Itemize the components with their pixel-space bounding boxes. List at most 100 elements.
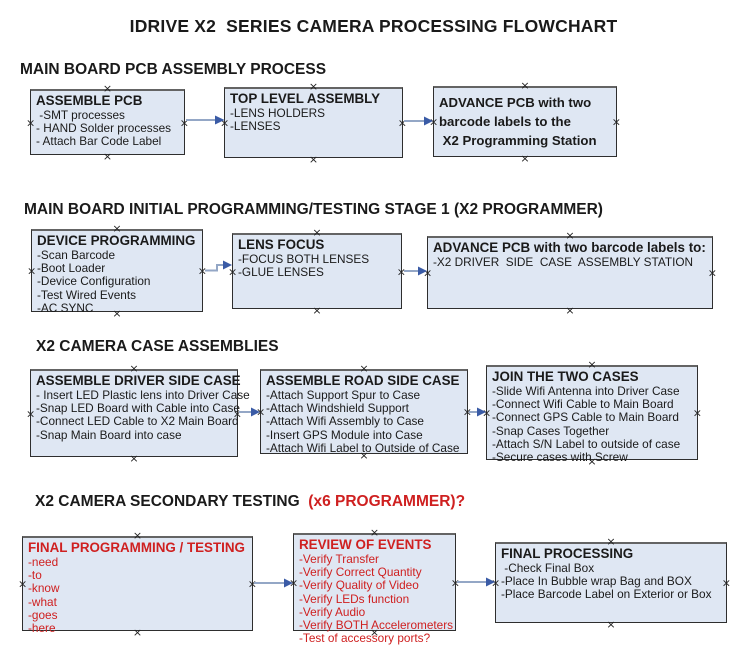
flow-box-assemble-pcb[interactable]: ASSEMBLE PCB -SMT processes- HAND Solder… [26,83,189,162]
connection-handle-icon[interactable]: × [520,152,530,165]
connection-handle-icon[interactable]: × [491,576,501,590]
connection-handle-icon[interactable]: × [129,362,139,375]
connection-handle-icon[interactable]: × [606,618,616,631]
flow-box-device-programming[interactable]: DEVICE PROGRAMMING -Scan Barcode-Boot Lo… [27,223,207,319]
box-item: - Attach Bar Code Label [36,134,162,149]
connection-handle-icon[interactable]: × [256,405,266,419]
flow-box-assemble-road-side-case[interactable]: ASSEMBLE ROAD SIDE CASE -Attach Support … [256,363,472,461]
connection-handle-icon[interactable]: × [565,304,575,317]
box-item: -GLUE LENSES [238,265,324,280]
connection-handle-icon[interactable]: × [289,576,299,589]
connection-handle-icon[interactable]: × [129,452,139,465]
connection-handle-icon[interactable]: × [359,449,369,462]
connection-handle-icon[interactable]: × [429,115,439,129]
connection-handle-icon[interactable]: × [102,150,113,163]
connector-arrow[interactable] [404,266,427,276]
box-item: -Attach Wifi Assembly to Case [266,414,424,429]
flow-box-assemble-driver-side-case[interactable]: ASSEMBLE DRIVER SIDE CASE - Insert LED P… [26,363,250,464]
box-items: -Slide Wifi Antenna into Driver Case-Con… [492,384,697,464]
connector-arrow[interactable] [469,407,486,417]
box-title: TOP LEVEL ASSEMBLY [230,91,381,106]
connector-arrow[interactable] [404,116,433,126]
connection-handle-icon[interactable]: × [112,222,122,235]
connection-handle-icon[interactable]: × [179,116,189,129]
connection-handle-icon[interactable]: × [587,358,597,371]
box-item: -Place Barcode Label on Exterior or Box [501,587,712,602]
box-title: ASSEMBLE PCB [36,93,143,108]
section-header-pcb-assembly: MAIN BOARD PCB ASSEMBLY PROCESS [20,61,327,78]
connection-handle-icon[interactable]: × [132,529,143,542]
box-title: ASSEMBLE ROAD SIDE CASE [266,373,460,388]
connection-handle-icon[interactable]: × [312,226,322,239]
section-header-black-text: X2 CAMERA SECONDARY TESTING [35,493,304,510]
box-title: LENS FOCUS [238,237,325,252]
connection-handle-icon[interactable]: × [359,362,369,375]
box-item: X2 Programming Station [439,133,597,148]
connector-arrow[interactable] [239,407,260,417]
connection-handle-icon[interactable]: × [396,265,406,278]
box-item: - HAND Solder processes [36,121,172,136]
connector-arrow[interactable] [254,578,293,588]
flow-box-review-of-events[interactable]: REVIEW OF EVENTS -Verify Transfer-Verify… [289,527,460,645]
connection-handle-icon[interactable]: × [102,82,113,95]
connection-handle-icon[interactable]: × [18,577,28,591]
flow-box-final-processing[interactable]: FINAL PROCESSING -Check Final Box-Place … [491,536,731,630]
connector-arrow[interactable] [457,577,495,587]
box-item: -Attach Windshield Support [266,401,409,416]
box-item: -Verify Correct Quantity [299,565,422,580]
connection-handle-icon[interactable]: × [308,153,319,166]
connection-handle-icon[interactable]: × [369,526,380,539]
flow-box-lens-focus[interactable]: LENS FOCUS -FOCUS BOTH LENSES-GLUE LENSE… [228,227,406,316]
box-item: -need [28,555,59,569]
box-item: -Snap LED Board with Cable into Case [36,401,240,416]
connection-handle-icon[interactable]: × [606,535,616,548]
box-items: -X2 DRIVER SIDE CASE ASSEMBLY STATION [433,255,712,269]
box-item: -Insert GPS Module into Case [266,427,423,442]
connection-handle-icon[interactable]: × [26,116,36,129]
connection-handle-icon[interactable]: × [369,626,380,639]
connection-handle-icon[interactable]: × [587,455,597,468]
connection-handle-icon[interactable]: × [26,407,36,420]
connection-handle-icon[interactable]: × [312,304,322,317]
box-items: -Verify Transfer-Verify Correct Quantity… [299,552,455,645]
connection-handle-icon[interactable]: × [197,264,207,278]
box-item: -Verify BOTH Accelerometers [299,618,454,633]
section-header-red-text: (x6 PROGRAMMER)? [304,493,466,510]
connection-handle-icon[interactable]: × [707,266,717,280]
box-items: - Insert LED Plastic lens into Driver Ca… [36,388,250,442]
connection-handle-icon[interactable]: × [520,79,530,92]
connection-handle-icon[interactable]: × [482,406,492,420]
connection-handle-icon[interactable]: × [27,264,37,278]
connector-arrow[interactable] [205,260,232,272]
connection-handle-icon[interactable]: × [611,115,621,129]
connection-handle-icon[interactable]: × [228,265,238,278]
flow-box-join-the-two-cases[interactable]: JOIN THE TWO CASES -Slide Wifi Antenna i… [482,359,702,467]
box-item: -know [28,581,60,596]
connection-handle-icon[interactable]: × [220,116,230,130]
connection-handle-icon[interactable]: × [721,576,731,590]
connection-handle-icon[interactable]: × [450,576,460,589]
connection-handle-icon[interactable]: × [423,266,433,280]
section-header-case-assemblies: X2 CAMERA CASE ASSEMBLIES [36,338,279,355]
connection-handle-icon[interactable]: × [132,626,143,639]
box-title: REVIEW OF EVENTS [299,537,432,552]
connection-handle-icon[interactable]: × [232,407,242,420]
flow-box-advance-pcb-driver-side[interactable]: ADVANCE PCB with two barcode labels to: … [423,230,717,316]
connection-handle-icon[interactable]: × [247,577,257,591]
flow-box-final-programming-testing[interactable]: FINAL PROGRAMMING / TESTING -need-to-kno… [18,530,257,638]
connection-handle-icon[interactable]: × [565,229,575,242]
connection-handle-icon[interactable]: × [462,405,472,419]
connection-handle-icon[interactable]: × [692,406,702,420]
flow-box-top-level-assembly[interactable]: TOP LEVEL ASSEMBLY -LENS HOLDERS-LENSES … [220,81,407,165]
connection-handle-icon[interactable]: × [397,116,407,130]
box-title: DEVICE PROGRAMMING [37,233,196,248]
connector-arrow[interactable] [186,115,225,125]
box-item: -FOCUS BOTH LENSES [238,252,370,266]
connection-handle-icon[interactable]: × [308,80,319,93]
connection-handle-icon[interactable]: × [112,307,122,320]
box-item: -SMT processes [36,108,125,122]
box-items: -LENS HOLDERS-LENSES [230,106,402,133]
